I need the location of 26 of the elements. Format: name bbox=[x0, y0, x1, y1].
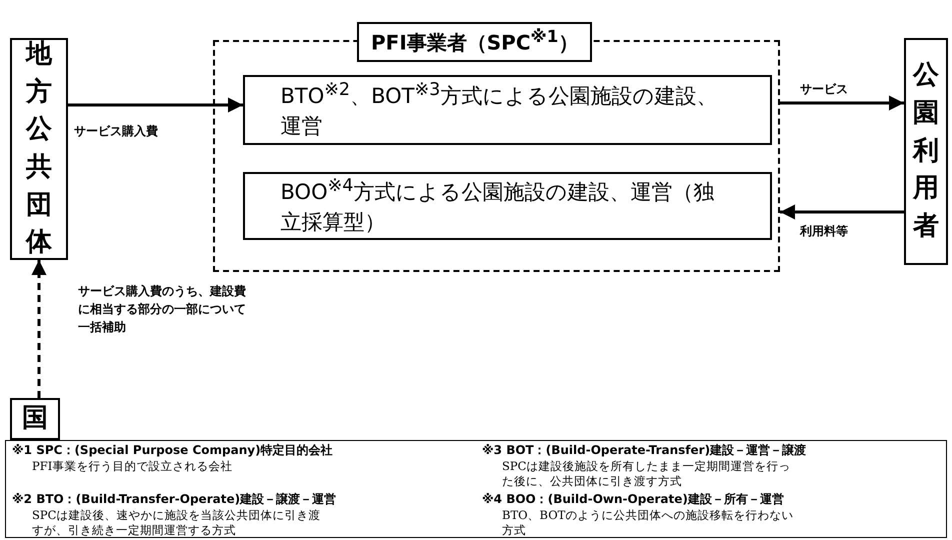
arrow bbox=[780, 96, 904, 110]
entity-box bbox=[904, 38, 948, 265]
edge-label: サービス購入費 bbox=[74, 122, 158, 140]
entity-name: 公園利用者 bbox=[913, 59, 939, 244]
process-text: BTO$^{※2}$、BOT$^{※3}$方式による公園施設の建設、運営 bbox=[280, 79, 718, 140]
entity-name: 国 bbox=[22, 402, 48, 436]
group-title: PFI事業者（SPC$^{※1}$） bbox=[357, 22, 592, 62]
footnote-text: PFI事業を行う目的で設立される会社 bbox=[31, 458, 234, 474]
footnote-text: SPCは建設後、速やかに施設を当該公共団体に引き渡すが、引き続き一定期間運営する方式 bbox=[31, 508, 322, 538]
footnote-heading: ※3 BOT：(Build-Operate-Transfer)建設－運営－譲渡 bbox=[482, 443, 808, 459]
footnote-text: BTO、BOTのように公共団体への施設移転を行わない方式 bbox=[501, 508, 794, 538]
process-box bbox=[242, 74, 772, 144]
arrow bbox=[68, 98, 243, 112]
footnote-heading: ※1 SPC：(Special Purpose Company)特定目的会社 bbox=[12, 443, 334, 459]
edge-label: 利用料等 bbox=[800, 222, 848, 240]
entity-name: 地方公共団体 bbox=[26, 38, 52, 260]
arrow bbox=[32, 260, 46, 398]
footnote-text: SPCは建設後施設を所有したまま一定期間運営を行った後に、公共団体に引き渡す方式 bbox=[501, 458, 792, 488]
edge-label: サービス bbox=[800, 80, 848, 98]
arrow bbox=[780, 204, 904, 220]
process-text: BOO$^{※4}$方式による公園施設の建設、運営（独立採算型） bbox=[280, 175, 716, 236]
process-box bbox=[242, 172, 772, 240]
footnote-heading: ※2 BTO：(Build-Transfer-Operate)建設－譲渡－運営 bbox=[12, 492, 338, 508]
entity-box bbox=[10, 38, 68, 260]
entity-box bbox=[10, 398, 60, 440]
footnote-heading: ※4 BOO：(Build-Own-Operate)建設－所有－運営 bbox=[482, 492, 785, 508]
